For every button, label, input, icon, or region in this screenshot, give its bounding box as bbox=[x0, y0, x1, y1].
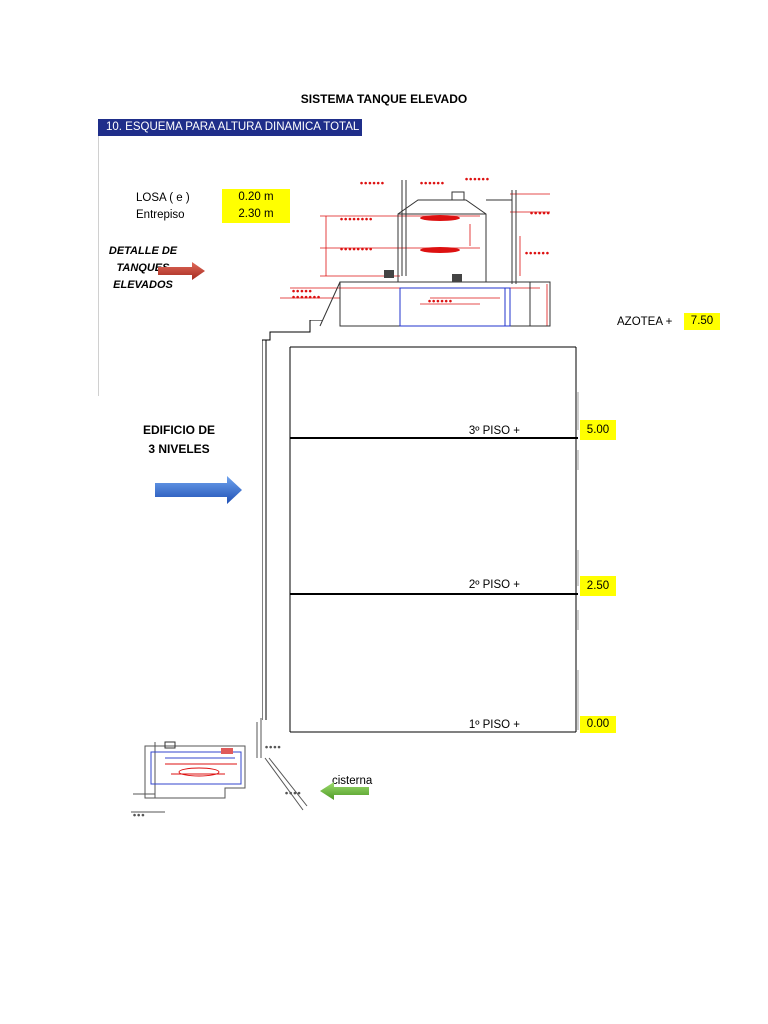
losa-label: LOSA ( e ) bbox=[136, 192, 190, 204]
sheet-gridline bbox=[98, 136, 99, 396]
edificio-line-2: 3 NIVELES bbox=[148, 442, 210, 456]
floor-2-label: 2º PISO + bbox=[468, 579, 520, 591]
blue-arrow-icon bbox=[155, 476, 242, 504]
svg-text:● ● ● ● ● ● ● ●: ● ● ● ● ● ● ● ● bbox=[340, 247, 372, 251]
tank-detail-drawing: ● ● ● ● ● ● ● ● ● ● ● ● ● ● ● ● ● ● ● ● … bbox=[280, 177, 551, 327]
svg-text:● ● ● ● ● ●: ● ● ● ● ● ● bbox=[428, 299, 452, 303]
floor-1-label: 1º PISO + bbox=[468, 719, 520, 731]
entrepiso-label: Entrepiso bbox=[136, 209, 185, 221]
svg-text:● ● ● ● ● ●: ● ● ● ● ● ● bbox=[525, 251, 549, 255]
floor-1-value: 0.00 bbox=[580, 716, 616, 733]
red-arrow-icon bbox=[158, 262, 205, 280]
section-header: 10. ESQUEMA PARA ALTURA DINAMICA TOTAL bbox=[98, 119, 362, 136]
losa-value: 0.20 m bbox=[222, 189, 290, 206]
detalle-line-2: TANQUES bbox=[116, 262, 170, 274]
svg-text:● ● ●: ● ● ● bbox=[133, 813, 144, 817]
building-diagram bbox=[262, 320, 579, 733]
page-title: SISTEMA TANQUE ELEVADO bbox=[300, 92, 468, 106]
green-arrow-icon bbox=[320, 782, 369, 800]
svg-text:● ● ● ●: ● ● ● ● bbox=[285, 791, 301, 795]
detalle-line-3: ELEVADOS bbox=[113, 279, 173, 291]
svg-text:● ● ● ●: ● ● ● ● bbox=[265, 745, 281, 749]
cistern-drawing: ● ● ● ● ● ● ● ● ● ● ● bbox=[131, 718, 308, 817]
floor-3-value: 5.00 bbox=[580, 420, 616, 440]
azotea-label: AZOTEA + bbox=[617, 316, 673, 328]
edificio-line-1: EDIFICIO DE bbox=[142, 423, 215, 437]
svg-text:● ● ● ● ●: ● ● ● ● ● bbox=[292, 289, 312, 293]
svg-text:● ● ● ● ● ●: ● ● ● ● ● ● bbox=[360, 181, 384, 185]
svg-text:● ● ● ● ● ● ● ●: ● ● ● ● ● ● ● ● bbox=[340, 217, 372, 221]
floor-3-label: 3º PISO + bbox=[468, 425, 520, 437]
cisterna-label: cisterna bbox=[332, 775, 373, 787]
edificio-text: EDIFICIO DE 3 NIVELES bbox=[130, 421, 228, 459]
azotea-value: 7.50 bbox=[684, 313, 720, 330]
svg-text:● ● ● ● ● ● ●: ● ● ● ● ● ● ● bbox=[292, 295, 320, 299]
floor-2-value: 2.50 bbox=[580, 576, 616, 596]
detalle-line-1: DETALLE DE bbox=[108, 245, 178, 257]
svg-text:● ● ● ● ● ●: ● ● ● ● ● ● bbox=[420, 181, 444, 185]
svg-text:● ● ● ● ● ●: ● ● ● ● ● ● bbox=[465, 177, 489, 181]
svg-text:● ● ● ● ●: ● ● ● ● ● bbox=[530, 211, 550, 215]
entrepiso-value: 2.30 m bbox=[222, 206, 290, 223]
detalle-tanques-text: DETALLE DE TANQUES ELEVADOS bbox=[100, 243, 186, 294]
